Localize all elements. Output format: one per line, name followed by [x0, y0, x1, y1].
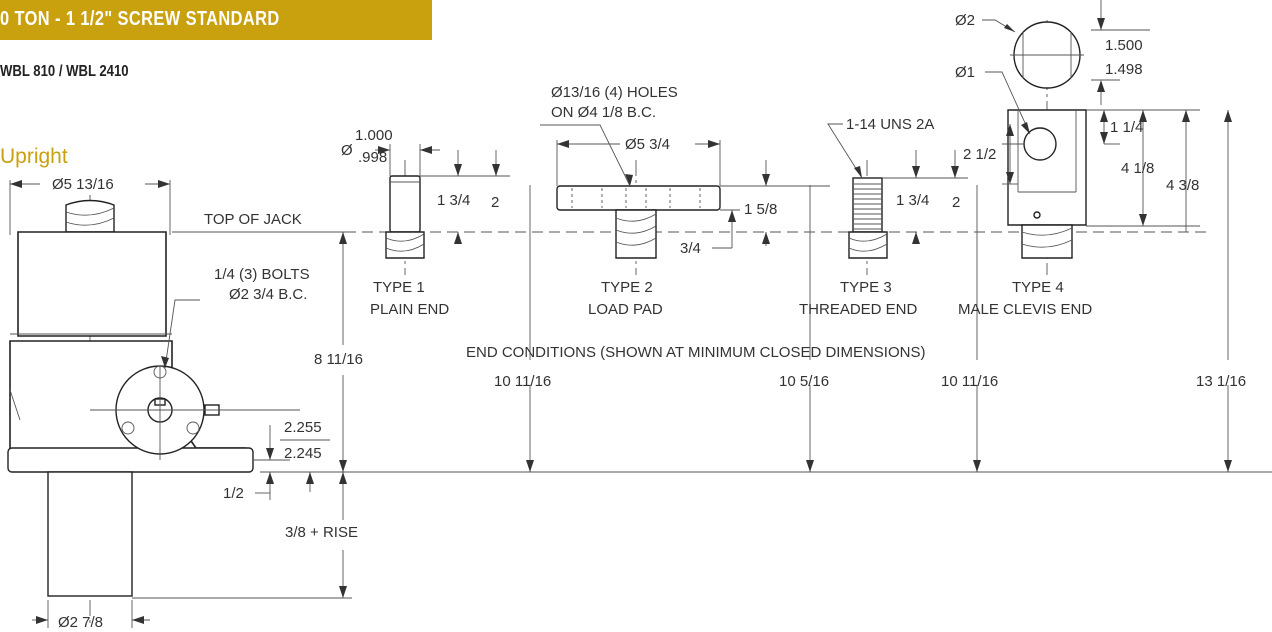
upright-label: Upright [0, 145, 68, 168]
type1-name: TYPE 1 [373, 279, 425, 296]
t4-top-dia-dim: Ø2 [955, 12, 975, 29]
type3-name: TYPE 3 [840, 279, 892, 296]
type2-load-pad [540, 124, 830, 275]
type2-desc: LOAD PAD [588, 301, 663, 318]
type4-desc: MALE CLEVIS END [958, 301, 1092, 318]
body-dia-dim: Ø5 13/16 [52, 176, 114, 193]
total-dim-2: 10 5/16 [779, 373, 829, 390]
type3-threaded-end [827, 123, 968, 275]
holes-note-line1: Ø13/16 (4) HOLES [551, 84, 678, 101]
title-banner [0, 0, 432, 40]
holes-note-line2: ON Ø4 1/8 B.C. [551, 104, 656, 121]
t1-h2-dim: 2 [491, 194, 499, 211]
type4-male-clevis-end [982, 0, 1200, 275]
thread-spec: 1-14 UNS 2A [846, 116, 934, 133]
t4-h1-dim: 2 1/2 [963, 146, 996, 163]
total-dim-1: 10 11/16 [494, 373, 551, 390]
total-dim-4: 13 1/16 [1196, 373, 1246, 390]
rise-dim: 3/8 + RISE [285, 524, 358, 541]
upright-jack [7, 180, 330, 628]
top-of-jack-label: TOP OF JACK [204, 211, 302, 228]
bolts-note-line1: 1/4 (3) BOLTS [214, 266, 310, 283]
type2-name: TYPE 2 [601, 279, 653, 296]
t3-h1-dim: 1 3/4 [896, 192, 929, 209]
t1-h1-dim: 1 3/4 [437, 192, 470, 209]
t1-dia-top: 1.000 [355, 127, 393, 144]
shaft-dim-upper: 2.255 [284, 419, 322, 436]
t4-pin-dia-dim: Ø1 [955, 64, 975, 81]
base-dia-dim: Ø2 7/8 [58, 614, 103, 631]
type1-desc: PLAIN END [370, 301, 449, 318]
t4-h2-dim: 1 1/4 [1110, 119, 1143, 136]
bolts-note-line2: Ø2 3/4 B.C. [229, 286, 307, 303]
t4-h3-dim: 4 1/8 [1121, 160, 1154, 177]
t1-dia-symbol: Ø [341, 142, 353, 159]
body-height-dim: 8 11/16 [314, 351, 363, 368]
t4-tol-top: 1.500 [1105, 37, 1143, 54]
t2-pad-dia-dim: Ø5 3/4 [625, 136, 670, 153]
t2-h-dim: 1 5/8 [744, 201, 777, 218]
end-conditions-note: END CONDITIONS (SHOWN AT MINIMUM CLOSED … [466, 344, 925, 361]
t1-dia-bottom: .998 [358, 149, 387, 166]
t2-thk-dim: 3/4 [680, 240, 701, 257]
total-dim-3: 10 11/16 [941, 373, 998, 390]
t3-h2-dim: 2 [952, 194, 960, 211]
type1-plain-end [375, 144, 510, 275]
type4-name: TYPE 4 [1012, 279, 1064, 296]
model-numbers: WBL 810 / WBL 2410 [0, 63, 129, 80]
type3-desc: THREADED END [799, 301, 918, 318]
shaft-dim-lower: 2.245 [284, 445, 322, 462]
half-dim: 1/2 [223, 485, 244, 502]
page-title: 0 TON - 1 1/2" SCREW STANDARD [0, 8, 280, 30]
t4-tol-bottom: 1.498 [1105, 61, 1143, 78]
t4-h4-dim: 4 3/8 [1166, 177, 1199, 194]
